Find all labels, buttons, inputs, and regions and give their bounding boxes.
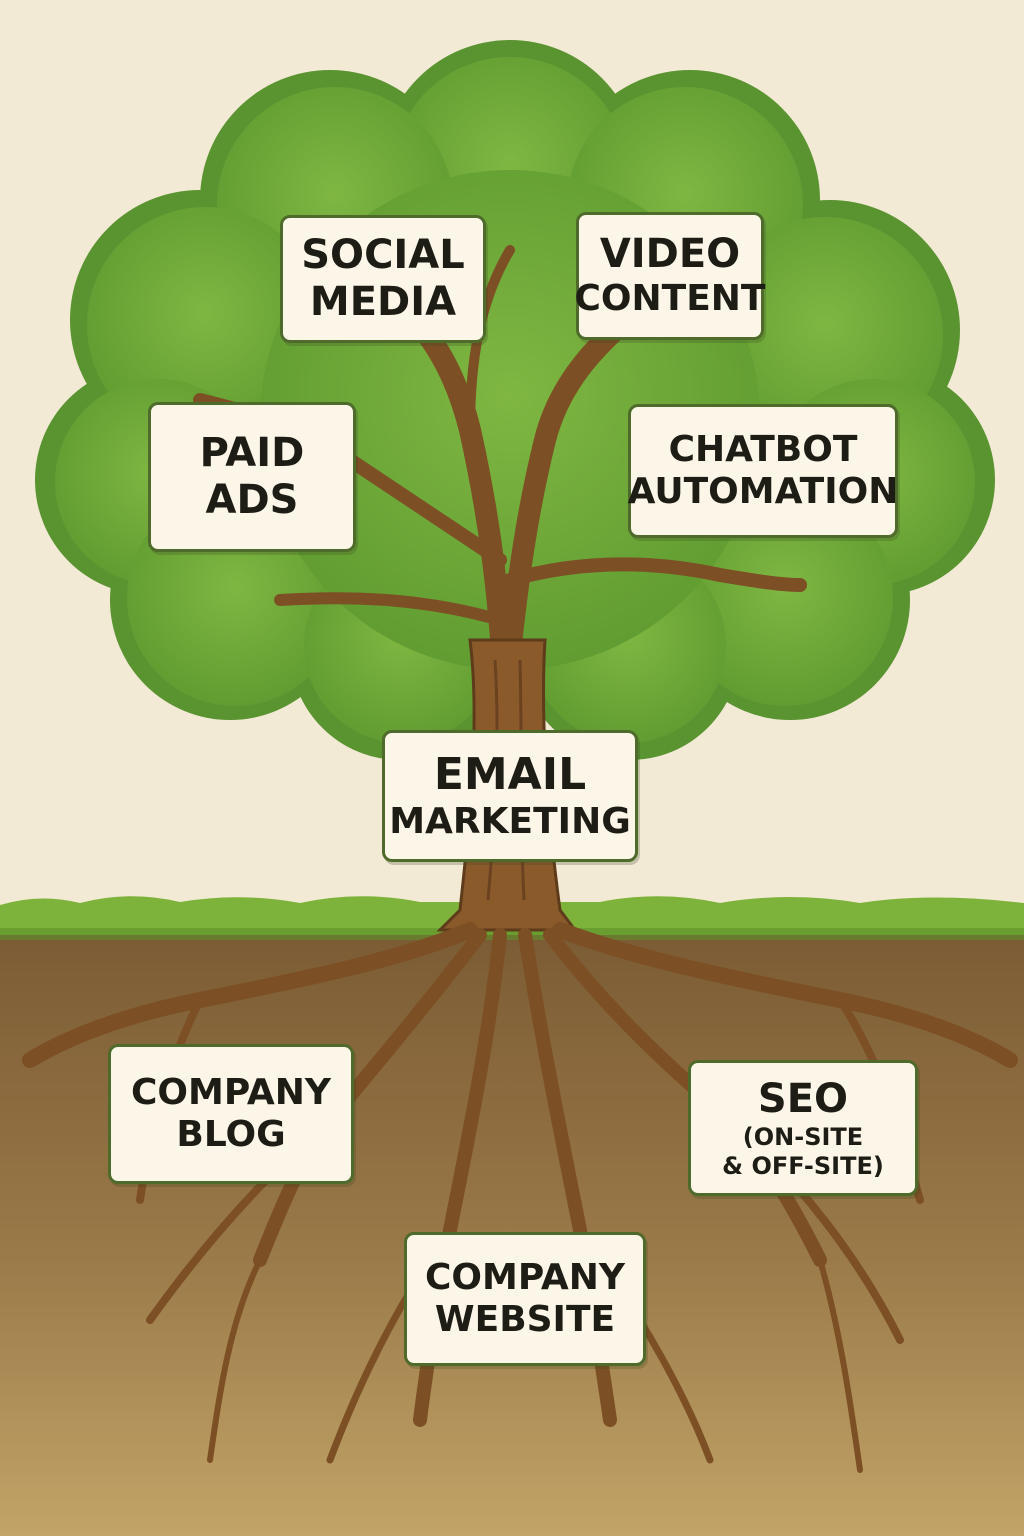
label-paid-ads-line1: PAID xyxy=(199,429,305,476)
label-seo-line3: & OFF-SITE) xyxy=(722,1151,884,1180)
label-video-content-line1: VIDEO xyxy=(599,231,741,278)
label-paid-ads: PAID ADS xyxy=(148,402,356,552)
label-seo-line2: (ON-SITE xyxy=(742,1123,864,1152)
roots xyxy=(22,922,1018,1473)
label-email-marketing: EMAIL MARKETING xyxy=(382,730,638,862)
label-social-media-line1: SOCIAL xyxy=(301,231,465,278)
label-video-content-line2: CONTENT xyxy=(574,278,766,320)
label-company-blog-line1: COMPANY xyxy=(131,1071,331,1113)
label-video-content: VIDEO CONTENT xyxy=(574,212,766,340)
label-company-blog-line2: BLOG xyxy=(176,1114,286,1155)
label-email-marketing-line2: MARKETING xyxy=(389,800,631,842)
label-company-website-line1: COMPANY xyxy=(425,1256,625,1298)
label-seo-line1: SEO xyxy=(757,1076,849,1123)
label-social-media-line2: MEDIA xyxy=(309,279,457,325)
label-social-media: SOCIAL MEDIA xyxy=(280,215,486,343)
label-company-website-line2: WEBSITE xyxy=(434,1299,616,1340)
grass-shadow xyxy=(0,928,1024,940)
label-chatbot-automation-line2: AUTOMATION xyxy=(627,471,899,512)
label-company-blog: COMPANY BLOG xyxy=(108,1044,354,1184)
label-email-marketing-line1: EMAIL xyxy=(433,748,587,800)
label-paid-ads-line2: ADS xyxy=(205,477,299,523)
label-chatbot-automation-line1: CHATBOT xyxy=(668,428,858,470)
label-chatbot-automation: CHATBOT AUTOMATION xyxy=(628,404,898,538)
label-seo: SEO (ON-SITE & OFF-SITE) xyxy=(688,1060,918,1196)
